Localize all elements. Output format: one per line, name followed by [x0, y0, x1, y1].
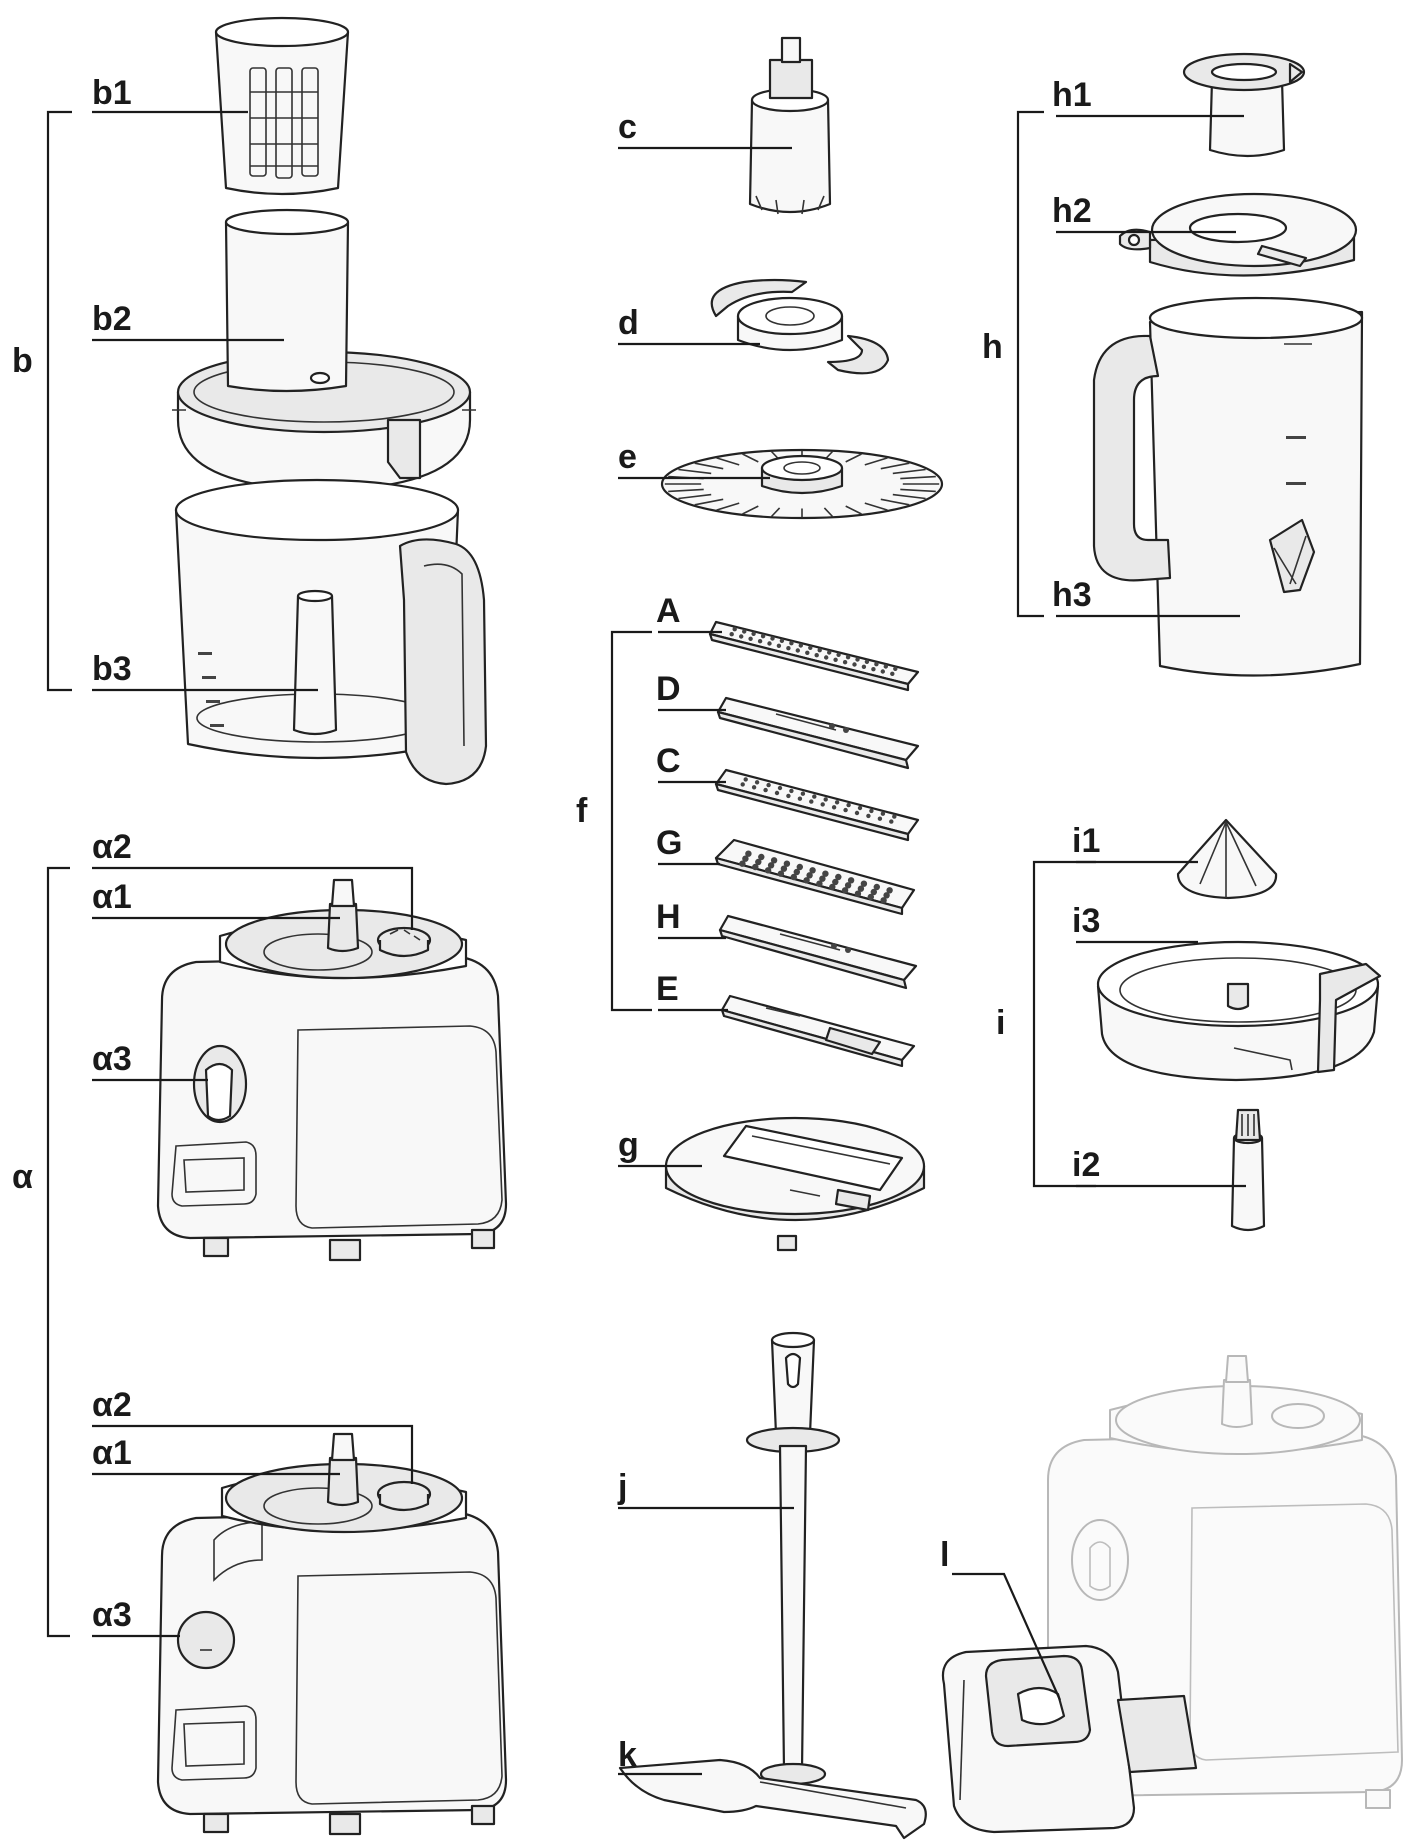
label-a2-bottom: α2 — [92, 1386, 132, 1424]
part-a-motor-base-2 — [156, 1432, 508, 1836]
bracket-h — [1016, 110, 1044, 618]
part-j-pusher — [745, 1331, 841, 1786]
label-h2: h2 — [1052, 192, 1092, 230]
label-l: l — [940, 1536, 949, 1574]
label-a: α — [12, 1158, 33, 1196]
label-f: f — [576, 792, 588, 830]
label-f-a: A — [656, 592, 681, 630]
label-k: k — [618, 1736, 637, 1774]
bracket-f — [610, 630, 652, 1012]
part-h1-measuring-cap — [1182, 52, 1306, 158]
label-g: g — [618, 1126, 639, 1164]
part-f-insert-h — [718, 914, 918, 990]
bracket-b — [46, 110, 72, 692]
part-l-cord-storage — [941, 1355, 1403, 1834]
part-b1-measuring-cup — [214, 16, 350, 196]
label-b1: b1 — [92, 74, 132, 112]
part-c-drive-shaft — [748, 36, 832, 215]
label-h: h — [982, 328, 1003, 366]
part-d-chopping-blade — [710, 278, 890, 375]
part-a-motor-base-1 — [156, 878, 508, 1262]
label-j: j — [617, 1468, 627, 1506]
part-b3-bowl — [174, 478, 488, 786]
label-f-g: G — [656, 824, 682, 862]
label-i1: i1 — [1072, 822, 1100, 860]
label-f-d: D — [656, 670, 681, 708]
part-f-insert-c — [714, 768, 920, 842]
part-h3-blender-jug — [1092, 296, 1364, 677]
part-e-emulsifying-disc — [660, 448, 944, 520]
label-b: b — [12, 342, 33, 380]
label-f-c: C — [656, 742, 681, 780]
part-b2-lid-feed-tube — [172, 208, 476, 492]
part-i1-citrus-cone — [1176, 818, 1278, 900]
bracket-a — [46, 866, 70, 1638]
label-i2: i2 — [1072, 1146, 1100, 1184]
label-f-h: H — [656, 898, 681, 936]
label-i: i — [996, 1004, 1005, 1042]
label-d: d — [618, 304, 639, 342]
label-a3-top: α3 — [92, 1040, 132, 1078]
part-k-spatula — [618, 1758, 927, 1840]
bracket-i — [1032, 860, 1096, 1188]
label-a1-top: α1 — [92, 878, 132, 916]
label-a2-top: α2 — [92, 828, 132, 866]
label-h1: h1 — [1052, 76, 1092, 114]
label-b3: b3 — [92, 650, 132, 688]
part-f-insert-g — [714, 838, 916, 916]
label-a3-bottom: α3 — [92, 1596, 132, 1634]
label-b2: b2 — [92, 300, 132, 338]
part-f-insert-a — [708, 620, 920, 692]
part-g-disc-holder — [664, 1116, 926, 1252]
label-c: c — [618, 108, 637, 146]
label-f-e: E — [656, 970, 679, 1008]
part-f-insert-d — [716, 696, 920, 770]
part-h2-blender-lid — [1118, 192, 1358, 277]
part-f-insert-e — [720, 994, 916, 1068]
label-a1-bottom: α1 — [92, 1434, 132, 1472]
label-e: e — [618, 438, 637, 476]
part-i2-juicer-shaft — [1230, 1108, 1266, 1232]
label-i3: i3 — [1072, 902, 1100, 940]
label-h3: h3 — [1052, 576, 1092, 614]
part-i3-juicer-bowl — [1096, 940, 1382, 1082]
